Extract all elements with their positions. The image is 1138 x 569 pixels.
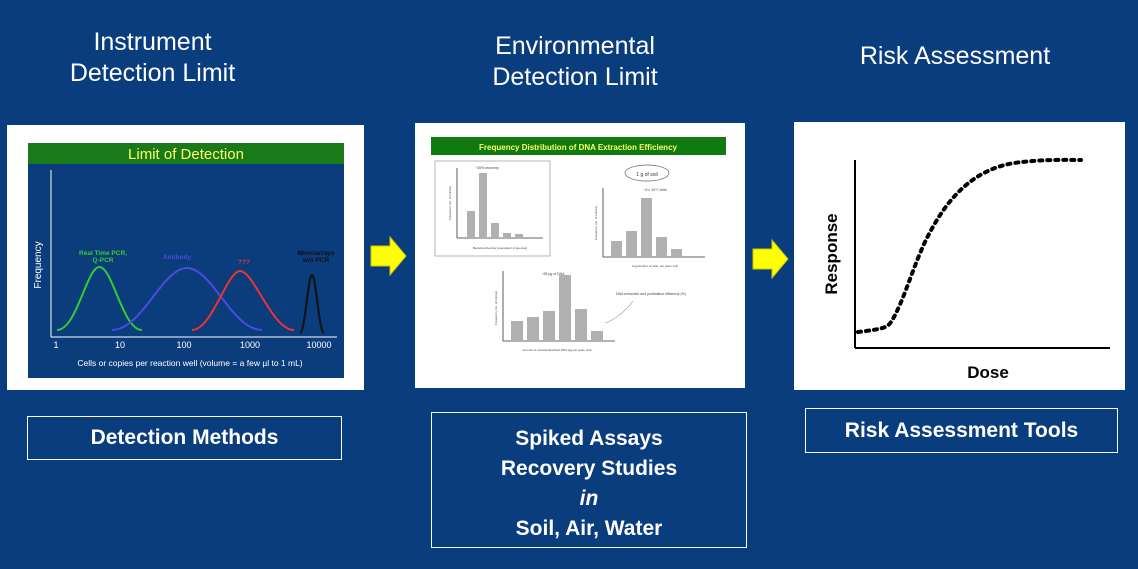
sub-chart-3-ylabel: Frequency (no. of entries) <box>494 291 498 325</box>
sub-chart-1-xlabel: Bacterial diversity (equivalent of speci… <box>473 246 527 250</box>
heading-line-2: Detection Limit <box>69 59 236 87</box>
label-unknown: ??? <box>238 259 250 266</box>
sub-chart-1-ylabel: Frequency (no. of entries) <box>448 186 452 220</box>
label-real-time-pcr-2: Q-PCR <box>93 257 114 264</box>
lod-chart: Limit of Detection Frequency Real Time P… <box>28 143 344 378</box>
box-line: in <box>579 487 599 510</box>
annotation-text: DNA extraction and purification efficien… <box>616 292 686 296</box>
freq-chart: Frequency Distribution of DNA Extraction… <box>431 137 726 352</box>
bar <box>626 231 637 257</box>
sub-chart-3-xlabel: Amount of extracted/purified DNA (µg per… <box>523 348 592 352</box>
bar <box>641 198 652 257</box>
bar <box>503 233 511 238</box>
sub-chart-1-frame <box>434 160 551 257</box>
bar <box>511 321 523 341</box>
detection-methods-box: Detection Methods <box>27 416 342 460</box>
sub-chart-1-label: ~35% recovery <box>475 166 499 170</box>
bar <box>543 311 555 341</box>
bar <box>559 275 571 341</box>
heading-line-1: Environmental <box>495 32 655 60</box>
bar <box>575 309 587 341</box>
curve-unknown <box>191 269 295 331</box>
callout-text: 1 g of soil <box>636 172 657 178</box>
dose-response-xlabel: Dose <box>967 363 1009 382</box>
label-microarrays-2: w/o PCR <box>302 257 330 264</box>
freq-panel: Frequency Distribution of DNA Extraction… <box>415 123 745 388</box>
curve-microarrays <box>299 273 325 334</box>
heading-instrument-detection-limit: Instrument Detection Limit <box>30 27 275 89</box>
bar <box>491 223 499 238</box>
lod-xtick: 1 <box>53 340 58 350</box>
bar <box>527 317 539 341</box>
lod-title: Limit of Detection <box>128 146 244 163</box>
freq-title: Frequency Distribution of DNA Extraction… <box>479 143 678 152</box>
callout-bubble <box>624 164 670 182</box>
box-line: Recovery Studies <box>500 457 678 480</box>
label-antibody: Antibody <box>163 254 192 261</box>
sub-chart-2-xlabel: Log(number of cells, per gram soil) <box>632 264 678 268</box>
sub-chart-2-ylabel: Frequency (no. of entries) <box>594 206 598 240</box>
dose-response-ylabel: Response <box>822 213 841 294</box>
bar <box>656 237 667 257</box>
curve-antibody <box>111 266 263 331</box>
bar <box>467 211 475 238</box>
spiked-assays-box: Spiked Assays Recovery Studies in Soil, … <box>431 412 747 548</box>
bar <box>671 249 682 257</box>
risk-assessment-tools-box: Risk Assessment Tools <box>805 408 1118 453</box>
detection-methods-label: Detection Methods <box>90 426 279 449</box>
lod-xtick: 100 <box>176 340 191 350</box>
arrow-right-icon <box>370 236 407 276</box>
lod-xtick: 10000 <box>306 340 331 350</box>
heading-environmental-detection-limit: Environmental Detection Limit <box>440 31 710 93</box>
curve-real-time-pcr <box>56 266 143 331</box>
lod-chart-area <box>28 143 344 378</box>
bar <box>515 234 523 238</box>
bar <box>479 173 487 238</box>
risk-assessment-tools-label: Risk Assessment Tools <box>844 419 1079 442</box>
sub-chart-3-label: ~65 µg of DNA <box>541 272 565 276</box>
bar <box>591 331 603 341</box>
lod-panel: Limit of Detection Frequency Real Time P… <box>7 125 364 390</box>
heading-line-1: Instrument <box>93 28 212 56</box>
lod-xlabel: Cells or copies per reaction well (volum… <box>77 358 302 368</box>
heading-risk-assessment: Risk Assessment <box>810 41 1100 72</box>
lod-xtick: 10 <box>115 340 125 350</box>
lod-ylabel: Frequency <box>33 241 44 288</box>
dose-response-curve <box>856 157 1083 334</box>
sub-chart-2-label: ~6 x 10^7 cells <box>643 188 666 192</box>
dose-response-panel: Response Dose <box>794 122 1125 390</box>
box-line: Spiked Assays <box>515 427 663 450</box>
arrow-right-icon <box>752 239 789 279</box>
lod-title-bar <box>28 143 344 164</box>
label-real-time-pcr-1: Real Time PCR, <box>79 250 127 257</box>
freq-title-bar <box>431 137 726 155</box>
lod-xtick: 1000 <box>240 340 260 350</box>
box-line: Soil, Air, Water <box>515 517 663 540</box>
heading-line-1: Risk Assessment <box>859 42 1051 70</box>
dose-response-chart: Response Dose <box>822 157 1110 382</box>
heading-line-2: Detection Limit <box>492 63 658 91</box>
annotation-leader <box>604 300 634 324</box>
label-microarrays-1: Microarrays <box>298 250 335 257</box>
bar <box>611 241 622 257</box>
